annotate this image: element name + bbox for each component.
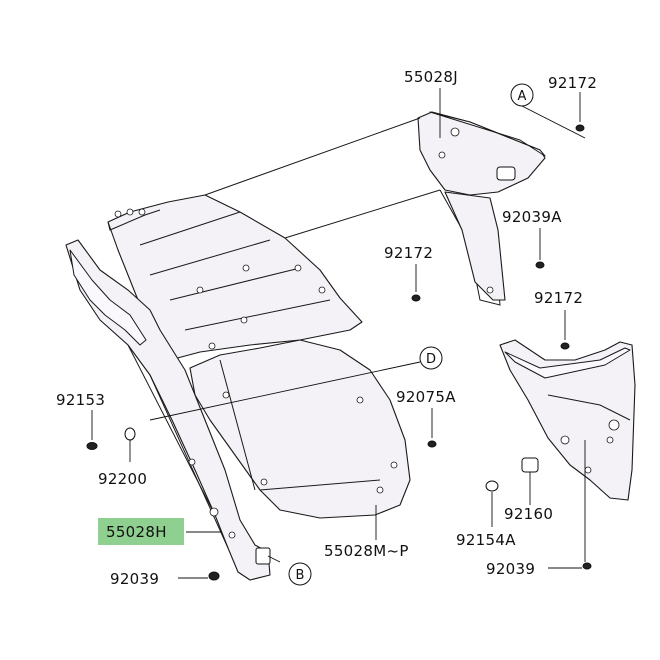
- bolt-icon: [208, 571, 220, 581]
- label-92160: 92160: [504, 505, 553, 523]
- bolt-icon: [575, 124, 585, 132]
- leader-callout-D: [149, 361, 421, 421]
- label-92154A: 92154A: [456, 531, 516, 549]
- bolt-icon: [427, 440, 437, 448]
- label-92200: 92200: [98, 470, 147, 488]
- grommet-icon: [521, 457, 539, 473]
- label-92172-top: 92172: [548, 74, 597, 92]
- leader-callout-B: [267, 555, 281, 563]
- callout-D-label: D: [426, 352, 436, 367]
- label-55028H: 55028H: [106, 523, 167, 541]
- part-right-lower-cowl: [499, 339, 636, 501]
- hardware-92160: [521, 457, 539, 505]
- label-92172-right: 92172: [534, 289, 583, 307]
- screw-icon: [485, 480, 499, 492]
- callout-D: D: [419, 346, 443, 370]
- hardware-92172-top: [575, 92, 585, 132]
- hardware-92153: [86, 410, 98, 450]
- part-55028J-bracket: [417, 111, 546, 306]
- hardware-92039-right: [548, 440, 592, 570]
- bolt-icon: [560, 342, 570, 350]
- highlight-box: [98, 518, 184, 545]
- hardware-92172-mid: [411, 264, 421, 302]
- callout-A: A: [510, 83, 534, 107]
- hardware-92039-left: [178, 571, 220, 581]
- washer-icon: [124, 427, 136, 441]
- part-upper-fairing-panel: [107, 194, 363, 361]
- callout-A-label: A: [518, 89, 527, 104]
- part-55028H-side-strip: [65, 239, 271, 581]
- label-92075A: 92075A: [396, 388, 456, 406]
- grommet-icon: [496, 166, 516, 181]
- hardware-92039A: [535, 228, 545, 269]
- hardware-92075A: [427, 408, 437, 448]
- bolt-icon: [411, 294, 421, 302]
- hardware-92154A: [485, 480, 499, 527]
- label-92172-mid: 92172: [384, 244, 433, 262]
- hardware-92200: [124, 427, 136, 462]
- label-55028J: 55028J: [404, 68, 458, 86]
- label-92039A: 92039A: [502, 208, 562, 226]
- hardware-92172-right: [560, 310, 570, 350]
- label-92153: 92153: [56, 391, 105, 409]
- label-55028H-highlight: 55028H: [98, 518, 184, 545]
- label-55028MP: 55028M~P: [324, 542, 409, 560]
- leader-callout-A: [519, 104, 586, 139]
- callout-B: B: [288, 562, 312, 586]
- bolt-icon: [582, 562, 592, 570]
- part-55028M-P-inner-panel: [189, 339, 411, 519]
- screw-icon: [86, 442, 98, 450]
- callout-B-label: B: [296, 568, 305, 583]
- label-92039-right: 92039: [486, 560, 535, 578]
- label-92039-left: 92039: [110, 570, 159, 588]
- bolt-icon: [535, 261, 545, 269]
